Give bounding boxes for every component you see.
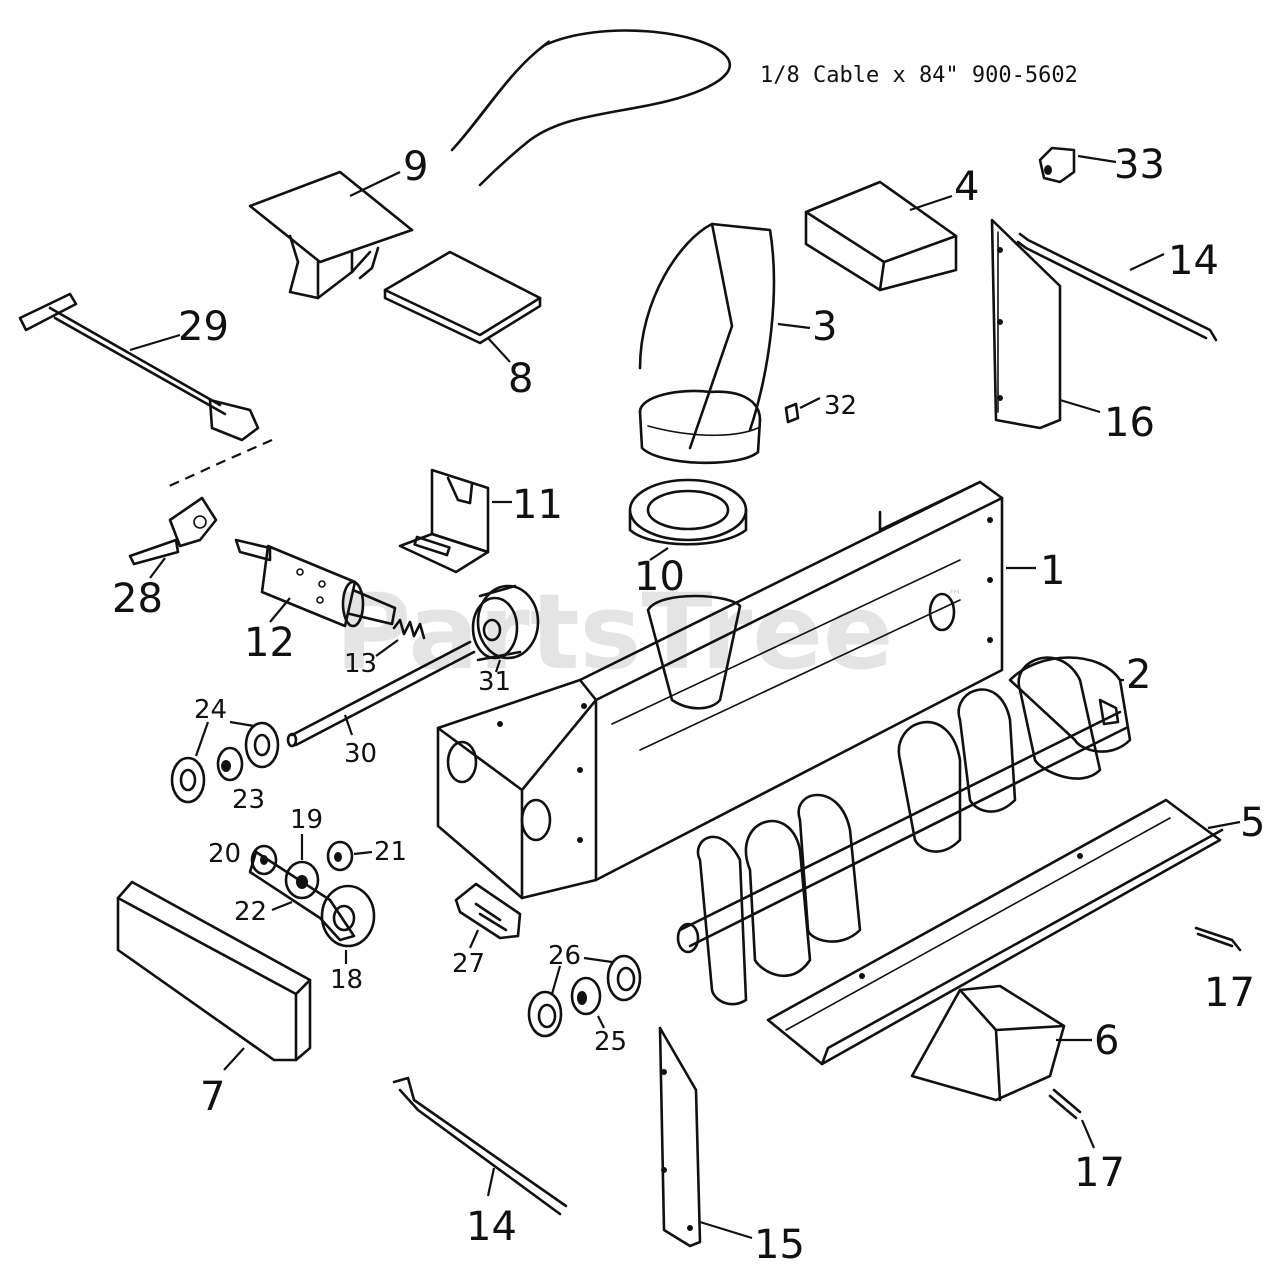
part-33-knob	[1038, 146, 1076, 184]
callout-18: 18	[330, 965, 363, 995]
part-25-bearing	[570, 976, 602, 1016]
callout-26: 26	[548, 941, 581, 971]
callout-15: 15	[754, 1222, 805, 1268]
callout-21: 21	[374, 837, 407, 867]
callout-17-upper: 17	[1204, 970, 1255, 1016]
callout-23: 23	[232, 785, 265, 815]
callout-5: 5	[1240, 800, 1265, 846]
callout-24: 24	[194, 695, 227, 725]
callout-27: 27	[452, 949, 485, 979]
watermark-text: PartsTree	[335, 571, 893, 693]
part-9-dash-panel	[248, 170, 414, 300]
callout-7: 7	[200, 1074, 225, 1120]
part-32-clip	[784, 402, 800, 424]
part-10-chute-ring	[628, 478, 748, 546]
part-8-cover-plate	[383, 250, 542, 345]
part-28-crank-bracket	[128, 496, 218, 566]
callout-20: 20	[208, 839, 241, 869]
callout-17-lower: 17	[1074, 1150, 1125, 1196]
callout-8: 8	[508, 356, 533, 402]
part-17-pin-upper	[1194, 926, 1242, 952]
callout-11: 11	[512, 482, 563, 528]
part-27-skid-block	[454, 882, 522, 940]
part-23-bearing	[216, 746, 244, 782]
part-5-scraper-bar	[766, 798, 1224, 1066]
part-7-belt-cover	[116, 880, 312, 1062]
callout-12: 12	[244, 620, 295, 666]
cable-note: 1/8 Cable x 84" 900-5602	[760, 63, 1078, 88]
part-13-spring	[392, 618, 426, 640]
part-31-pulley	[471, 584, 540, 662]
part-15-side-plate	[658, 1026, 702, 1248]
callout-14-lower: 14	[466, 1204, 517, 1250]
part-14-upper-link-rod	[1016, 232, 1218, 342]
part-17-pin-lower	[1048, 1088, 1082, 1120]
callout-3: 3	[812, 304, 837, 350]
callout-33: 33	[1114, 142, 1165, 188]
part-19-sprocket	[284, 860, 320, 900]
callout-31: 31	[478, 667, 511, 697]
part-22-chain	[248, 850, 356, 942]
callout-1: 1	[1040, 548, 1065, 594]
part-2-auger	[676, 656, 1132, 1006]
callout-16: 16	[1104, 400, 1155, 446]
part-21-bushing	[326, 840, 354, 872]
callout-6: 6	[1094, 1018, 1119, 1064]
callout-9: 9	[403, 144, 428, 190]
callout-14-upper: 14	[1168, 238, 1219, 284]
part-4-cover-box	[804, 180, 958, 292]
part-24-bearing-flanges	[170, 721, 280, 804]
part-3-discharge-chute	[638, 222, 776, 465]
part-18-large-sprocket	[320, 884, 376, 948]
part-12-drive-shaft	[234, 538, 397, 628]
callout-30: 30	[344, 739, 377, 769]
callout-2: 2	[1126, 652, 1151, 698]
callout-13: 13	[344, 649, 377, 679]
part-11-angle-bracket	[398, 468, 490, 574]
callout-10: 10	[634, 554, 685, 600]
part-16-side-plate	[990, 218, 1062, 430]
part-26-flange-bearings	[527, 954, 642, 1038]
part-29-crank-rod	[18, 292, 260, 442]
part-30-auger-shaft	[286, 640, 476, 748]
part-6-deflector	[910, 984, 1066, 1102]
part-14-lower-link-rod	[392, 1076, 568, 1216]
callout-4: 4	[954, 164, 979, 210]
callout-22: 22	[234, 897, 267, 927]
callout-28: 28	[112, 576, 163, 622]
control-cable-drawing	[450, 29, 732, 187]
callout-25: 25	[594, 1027, 627, 1057]
part-1-auger-housing	[436, 480, 1004, 900]
part-20-sprocket	[250, 844, 278, 876]
callout-32: 32	[824, 391, 857, 421]
callout-29: 29	[178, 304, 229, 350]
callout-19: 19	[290, 805, 323, 835]
